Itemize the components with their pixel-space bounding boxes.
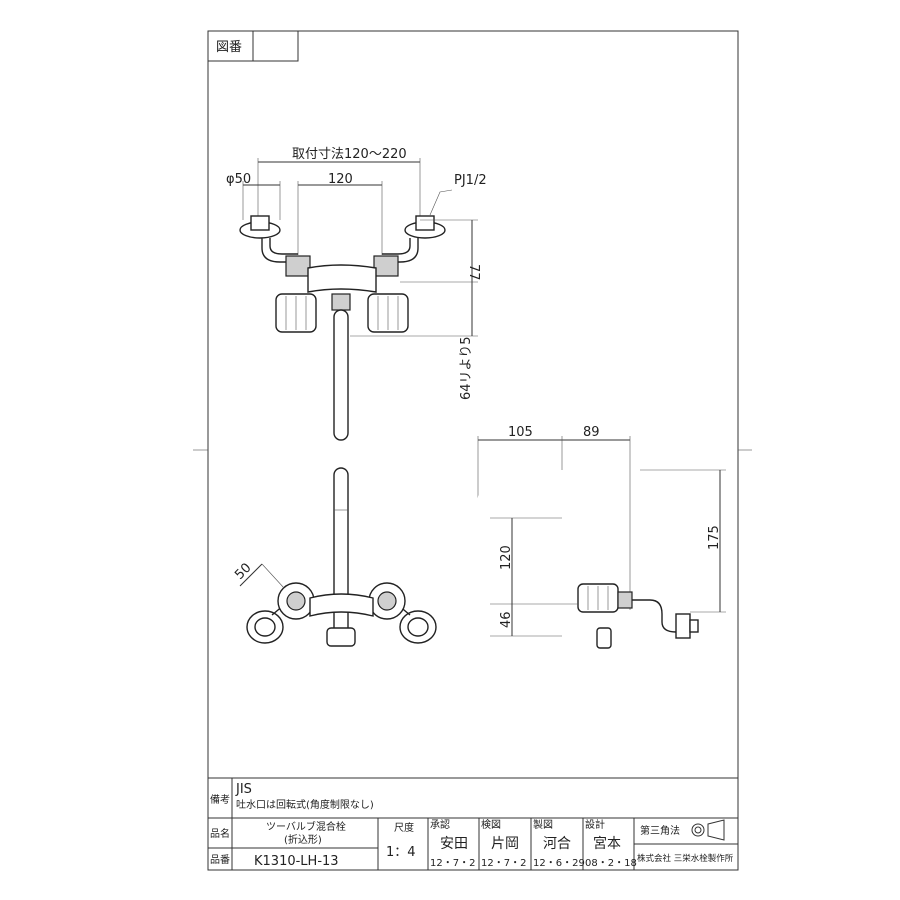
company-name: 株式会社 三栄水栓製作所 — [637, 853, 734, 864]
dim-46-label: 46 — [499, 611, 514, 628]
product-number: K1310-LH-13 — [254, 854, 339, 869]
approved-name: 安田 — [440, 836, 468, 852]
drawing-number-box: 図番 — [207, 30, 299, 62]
drawn-label: 製図 — [533, 818, 553, 831]
remarks-line2: 吐水口は回転式(角度制限なし) — [236, 798, 374, 811]
designed-label: 設計 — [585, 818, 605, 831]
drawn-date: 12・6・29 — [533, 858, 585, 869]
name-label: 品名 — [210, 827, 230, 840]
top-view: 取付寸法120～220 φ50 120 PJ1/2 — [226, 147, 487, 441]
dim-89-label: 89 — [583, 425, 600, 440]
dim-77-label: 77 — [466, 264, 481, 281]
product-name-line2: (折込形) — [284, 833, 322, 846]
approved-label: 承認 — [430, 818, 450, 831]
third-angle-symbol-icon — [691, 819, 725, 841]
dim-50-label: 50 — [232, 561, 254, 583]
approved-date: 12・7・2 — [430, 858, 475, 869]
scale-value: 1：4 — [386, 845, 416, 860]
product-name-line1: ツーバルブ混合栓 — [266, 820, 346, 833]
thread-label: PJ1/2 — [454, 173, 487, 188]
spacing-120-label: 120 — [328, 172, 353, 187]
remarks-line1: JIS — [235, 782, 252, 797]
dim-175-label: 175 — [707, 525, 722, 550]
remarks-label: 備考 — [210, 793, 230, 806]
dim-spout-label: 64リより5 — [459, 336, 474, 400]
drawing-number-label: 図番 — [216, 40, 242, 55]
drawing-frame — [207, 30, 739, 871]
dim-120-label: 120 — [499, 545, 514, 570]
checked-date: 12・7・2 — [481, 858, 526, 869]
mount-range-label: 取付寸法120～220 — [292, 147, 407, 162]
designed-name: 宮本 — [593, 836, 621, 852]
title-block: 備考 JIS 吐水口は回転式(角度制限なし) 品名 品番 ツーバルブ混合栓 (折… — [208, 777, 738, 870]
dim-105-label: 105 — [508, 425, 533, 440]
designed-date: 08・2・18 — [585, 858, 637, 869]
checked-label: 検図 — [481, 818, 501, 831]
number-label: 品番 — [210, 854, 230, 866]
phi-50-label: φ50 — [226, 172, 251, 187]
side-view: 105 89 175 120 46 — [475, 425, 726, 649]
drawn-name: 河合 — [543, 836, 571, 852]
front-view: 50 — [232, 467, 437, 647]
scale-label: 尺度 — [394, 821, 414, 834]
checked-name: 片岡 — [491, 836, 519, 852]
projection-label: 第三角法 — [640, 824, 680, 837]
